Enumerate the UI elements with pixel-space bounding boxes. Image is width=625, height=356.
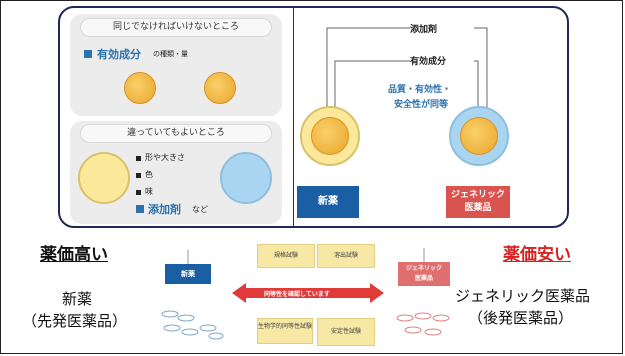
generic-box-line1: ジェネリック bbox=[450, 190, 505, 200]
generic-name: ジェネリック医薬品 bbox=[455, 287, 591, 305]
generic-core-icon bbox=[460, 117, 498, 155]
generic-ingredient-icon bbox=[204, 72, 236, 104]
active-top-label: 有効成分 bbox=[410, 57, 447, 67]
new-drug-subtitle: （先発医薬品） bbox=[22, 312, 128, 330]
diff-card: 違っていてもよいところ 形や大きさ 色 味 添加剤 など bbox=[70, 121, 282, 224]
diff-card-header: 違っていてもよいところ bbox=[80, 124, 272, 143]
active-ingredient-suffix: の種類・量 bbox=[153, 50, 188, 58]
test-box-spec: 規格試験 bbox=[257, 244, 315, 268]
price-low-title: 薬価安い bbox=[503, 245, 571, 265]
flow-new-drug-box: 新薬 bbox=[165, 264, 211, 284]
pill-icons-right bbox=[396, 312, 450, 336]
connector-lines bbox=[326, 27, 488, 128]
new-drug-tablet-icon bbox=[78, 152, 130, 204]
flow-generic-line2: 医薬品 bbox=[414, 275, 433, 282]
generic-box-line2: 医薬品 bbox=[464, 203, 492, 213]
equivalence-text-line2: 安全性が同等 bbox=[394, 100, 449, 110]
new-drug-core-icon bbox=[311, 117, 349, 155]
additive-suffix: など bbox=[192, 205, 208, 214]
comparison-panel: 同じでなければいけないところ 有効成分 の種類・量 違っていてもよいところ 形や… bbox=[58, 6, 569, 228]
additive-top-label: 添加剤 bbox=[410, 25, 438, 35]
flow-new-drug-label: 新薬 bbox=[181, 270, 195, 278]
pill-icons-left bbox=[161, 310, 224, 340]
flow-generic-line1: ジェネリック bbox=[405, 265, 442, 272]
test-box-dissolution: 溶出試験 bbox=[317, 244, 375, 268]
new-drug-ingredient-icon bbox=[124, 72, 156, 104]
bullet-icon bbox=[136, 173, 141, 178]
test-box-stability: 安定性試験 bbox=[317, 318, 375, 346]
active-ingredient-label: 有効成分 bbox=[97, 48, 141, 61]
generic-tablet-icon bbox=[220, 152, 272, 204]
diff-item-shape: 形や大きさ bbox=[145, 153, 185, 162]
panel-divider bbox=[293, 8, 294, 226]
new-drug-box: 新薬 bbox=[297, 186, 359, 218]
equivalence-arrow-text: 同等性を確認しています bbox=[264, 291, 330, 298]
diff-item-color: 色 bbox=[145, 170, 153, 179]
price-high-title: 薬価高い bbox=[40, 245, 108, 265]
square-bullet-icon bbox=[84, 50, 92, 58]
equivalence-text-line1: 品質・有効性・ bbox=[388, 85, 452, 95]
same-card-header: 同じでなければいけないところ bbox=[80, 18, 272, 37]
generic-subtitle: （後発医薬品） bbox=[468, 309, 574, 327]
generic-box: ジェネリック 医薬品 bbox=[446, 186, 510, 218]
test-box-bioequivalence: 生物学的同等性試験 bbox=[257, 318, 313, 344]
additive-label: 添加剤 bbox=[148, 203, 181, 216]
square-bullet-icon bbox=[136, 205, 144, 213]
bullet-icon bbox=[136, 156, 141, 161]
diff-item-taste: 味 bbox=[145, 187, 153, 196]
new-drug-box-label: 新薬 bbox=[318, 196, 338, 207]
same-card: 同じでなければいけないところ 有効成分 の種類・量 bbox=[70, 14, 282, 116]
flow-generic-box: ジェネリック 医薬品 bbox=[398, 262, 450, 286]
new-drug-name: 新薬 bbox=[62, 290, 93, 308]
bullet-icon bbox=[136, 190, 141, 195]
